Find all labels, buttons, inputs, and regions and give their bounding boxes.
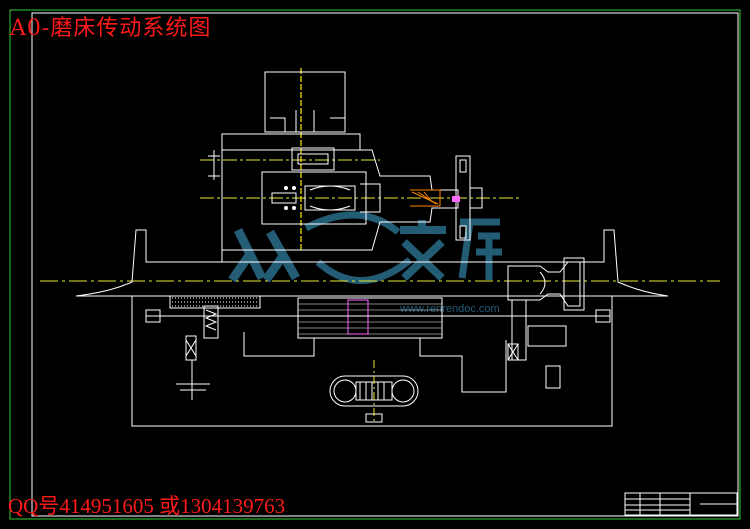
chuck bbox=[455, 155, 471, 241]
outer-frame bbox=[9, 9, 741, 520]
gear-pack bbox=[297, 297, 443, 339]
title-block bbox=[624, 492, 738, 516]
contact-info: QQ号414951605 或1304139763 bbox=[8, 494, 286, 518]
watermark-logo: www.renrendoc.com bbox=[228, 211, 502, 315]
machine-base bbox=[131, 295, 613, 427]
watermark-url: www.renrendoc.com bbox=[399, 303, 500, 315]
inner-frame bbox=[31, 12, 739, 517]
drawing-title: A0-磨床传动系统图 bbox=[10, 16, 212, 41]
work-headstock bbox=[507, 261, 581, 307]
table-bed bbox=[75, 229, 669, 297]
wheelhead-housing bbox=[264, 71, 346, 133]
